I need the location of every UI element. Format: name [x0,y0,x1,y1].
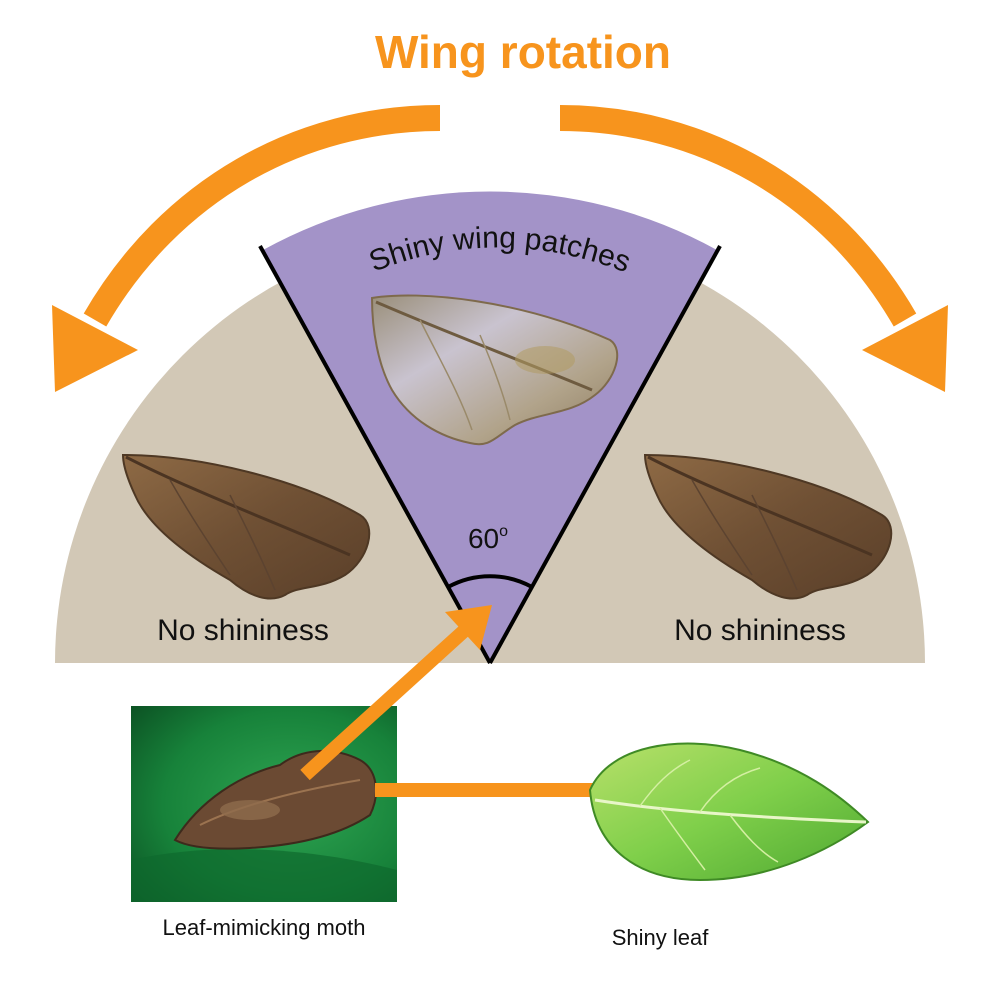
diagram-title: Wing rotation [375,26,671,78]
moth-photo-icon [131,706,397,902]
sector-boundary-right [488,245,722,664]
shiny-leaf-caption: Shiny leaf [612,925,710,950]
arrowhead-to-wedge [445,605,492,650]
angle-label: 60o [468,523,508,554]
sector-boundary-left [258,245,492,664]
shiny-wing-icon [370,294,619,446]
moth-wing-icon [643,453,893,600]
moth-wing-icon [121,453,371,600]
no-shininess-label-right: No shininess [674,614,846,647]
moth-photo-caption: Leaf-mimicking moth [163,915,366,940]
shiny-leaf-icon [588,742,870,882]
angle-arc [447,574,533,589]
rotation-arrowhead-left [52,305,138,392]
no-shininess-label-left: No shininess [157,614,329,647]
rotation-arrow-left [83,105,441,327]
rotation-arrow-right [559,105,917,327]
arrow-to-wedge [300,624,470,781]
rotation-arrowhead-right [862,305,948,392]
